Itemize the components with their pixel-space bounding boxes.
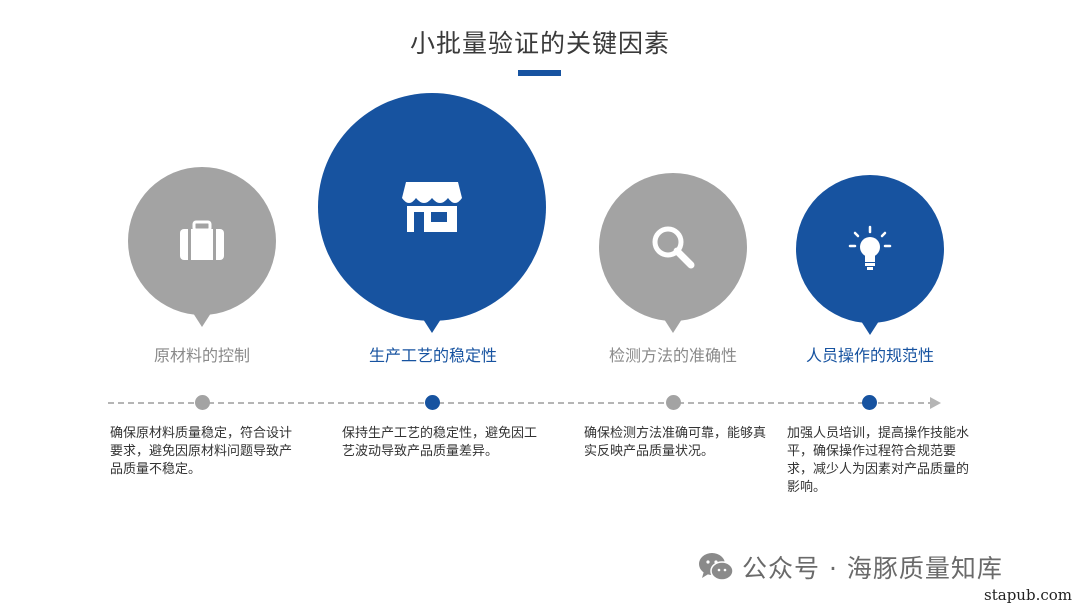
bubble-operation-standard [796, 175, 944, 335]
step-desc-process-stability: 保持生产工艺的稳定性，避免因工艺波动导致产品质量差异。 [342, 426, 538, 459]
timeline-dot [862, 395, 877, 410]
timeline-dot [425, 395, 440, 410]
timeline-dot [666, 395, 681, 410]
bubble-inspection-accuracy [599, 173, 747, 333]
wechat-icon [699, 553, 734, 581]
shop-icon [402, 182, 462, 232]
title-underline [518, 70, 561, 76]
magnifier-icon [652, 226, 695, 269]
timeline-arrow-icon [930, 397, 941, 409]
lightbulb-icon [848, 225, 892, 270]
step-label-raw-material: 原材料的控制 [153, 346, 250, 365]
watermark: stapub.com [984, 586, 1072, 604]
step-desc-operation-standard: 加强人员培训，提高操作技能水平，确保操作过程符合规范要求，减少人为因素对产品质量… [787, 426, 970, 495]
timeline-line [108, 402, 934, 404]
footer-account: 公众号 · 海豚质量知库 [698, 549, 1003, 585]
bubble-raw-material [128, 167, 276, 327]
timeline-dot [195, 395, 210, 410]
step-label-operation-standard: 人员操作的规范性 [805, 346, 934, 365]
bubble-process-stability [318, 93, 546, 333]
step-desc-raw-material: 确保原材料质量稳定，符合设计要求，避免因原材料问题导致产品质量不稳定。 [110, 426, 293, 477]
page-title: 小批量验证的关键因素 [409, 29, 670, 58]
step-desc-inspection-accuracy: 确保检测方法准确可靠，能够真实反映产品质量状况。 [584, 426, 767, 459]
briefcase-icon [180, 220, 224, 260]
step-label-process-stability: 生产工艺的稳定性 [368, 346, 497, 365]
footer-text: 公众号 · 海豚质量知库 [742, 554, 1003, 583]
step-label-inspection-accuracy: 检测方法的准确性 [608, 346, 737, 365]
